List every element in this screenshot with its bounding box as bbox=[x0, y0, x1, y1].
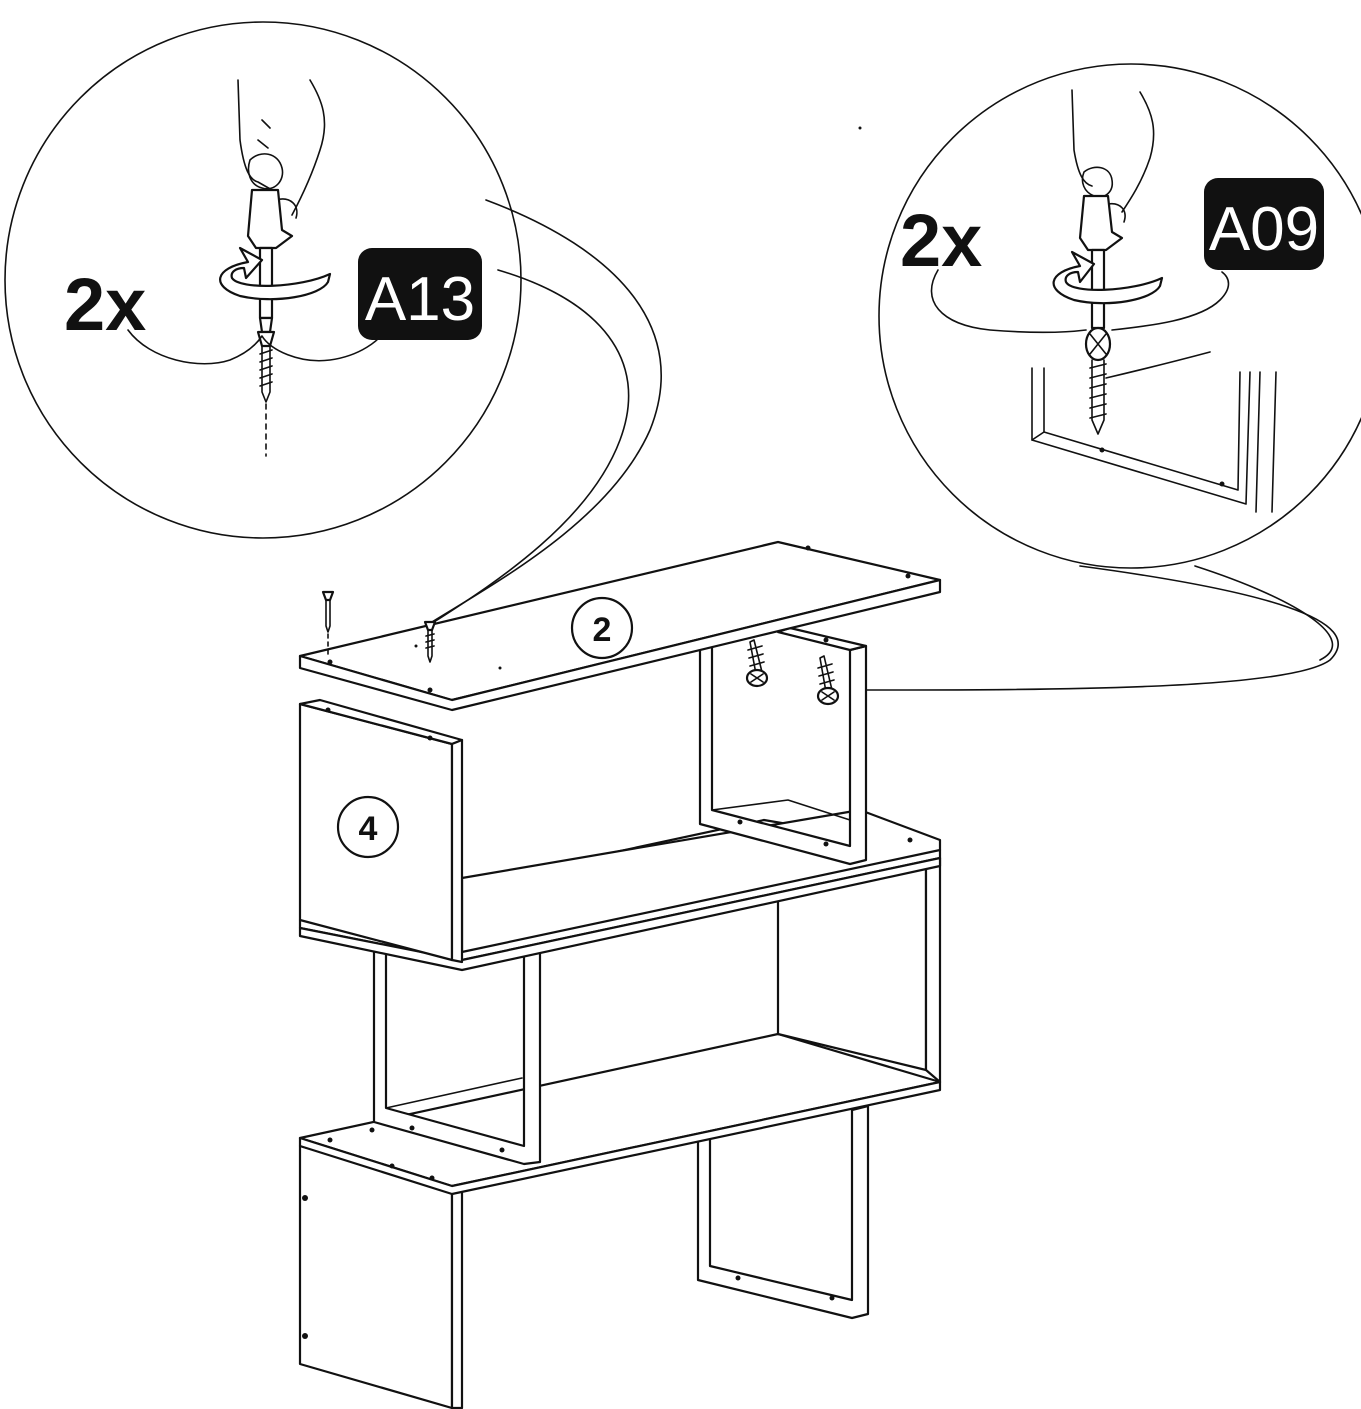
part-code-left: A13 bbox=[365, 265, 475, 334]
screw-icon bbox=[816, 655, 840, 706]
rotation-arrow-icon bbox=[219, 246, 332, 301]
detail-circle-right: 2x A09 bbox=[878, 63, 1361, 569]
part-number-4: 4 bbox=[359, 810, 378, 848]
leader-lines bbox=[431, 199, 1339, 691]
part-label-2: 2 bbox=[570, 596, 634, 660]
part-label-4: 4 bbox=[336, 795, 400, 859]
bookshelf-assembly: 4 bbox=[298, 540, 942, 1409]
rotation-arrow-icon bbox=[1052, 250, 1164, 305]
screw-icon bbox=[423, 620, 437, 663]
metal-frame-bottom bbox=[696, 1104, 870, 1320]
back-panel bbox=[776, 856, 942, 1084]
top-shelf-2: 2 bbox=[298, 540, 942, 712]
part-code-badge-left: A13 bbox=[358, 248, 482, 340]
quantity-label-left: 2x bbox=[64, 263, 146, 346]
hand-icon bbox=[1071, 89, 1155, 223]
part-number-2: 2 bbox=[593, 611, 612, 649]
part-code-right: A09 bbox=[1209, 195, 1319, 264]
bottom-side-panel bbox=[298, 1144, 464, 1409]
metal-frame-detail bbox=[1031, 367, 1277, 513]
screwdriver-icon bbox=[246, 188, 294, 334]
screw-icon bbox=[1084, 326, 1112, 435]
screw-icon bbox=[321, 590, 335, 657]
screw-a09-pair bbox=[745, 639, 840, 706]
screw-a13-pair bbox=[321, 590, 437, 663]
screw-icon bbox=[745, 639, 769, 688]
screw-icon bbox=[256, 330, 276, 457]
part-code-badge-right: A09 bbox=[1204, 178, 1324, 270]
quantity-label-right: 2x bbox=[900, 199, 982, 282]
detail-circle-left: 2x A13 bbox=[4, 21, 522, 539]
side-panel-4: 4 bbox=[298, 698, 464, 964]
